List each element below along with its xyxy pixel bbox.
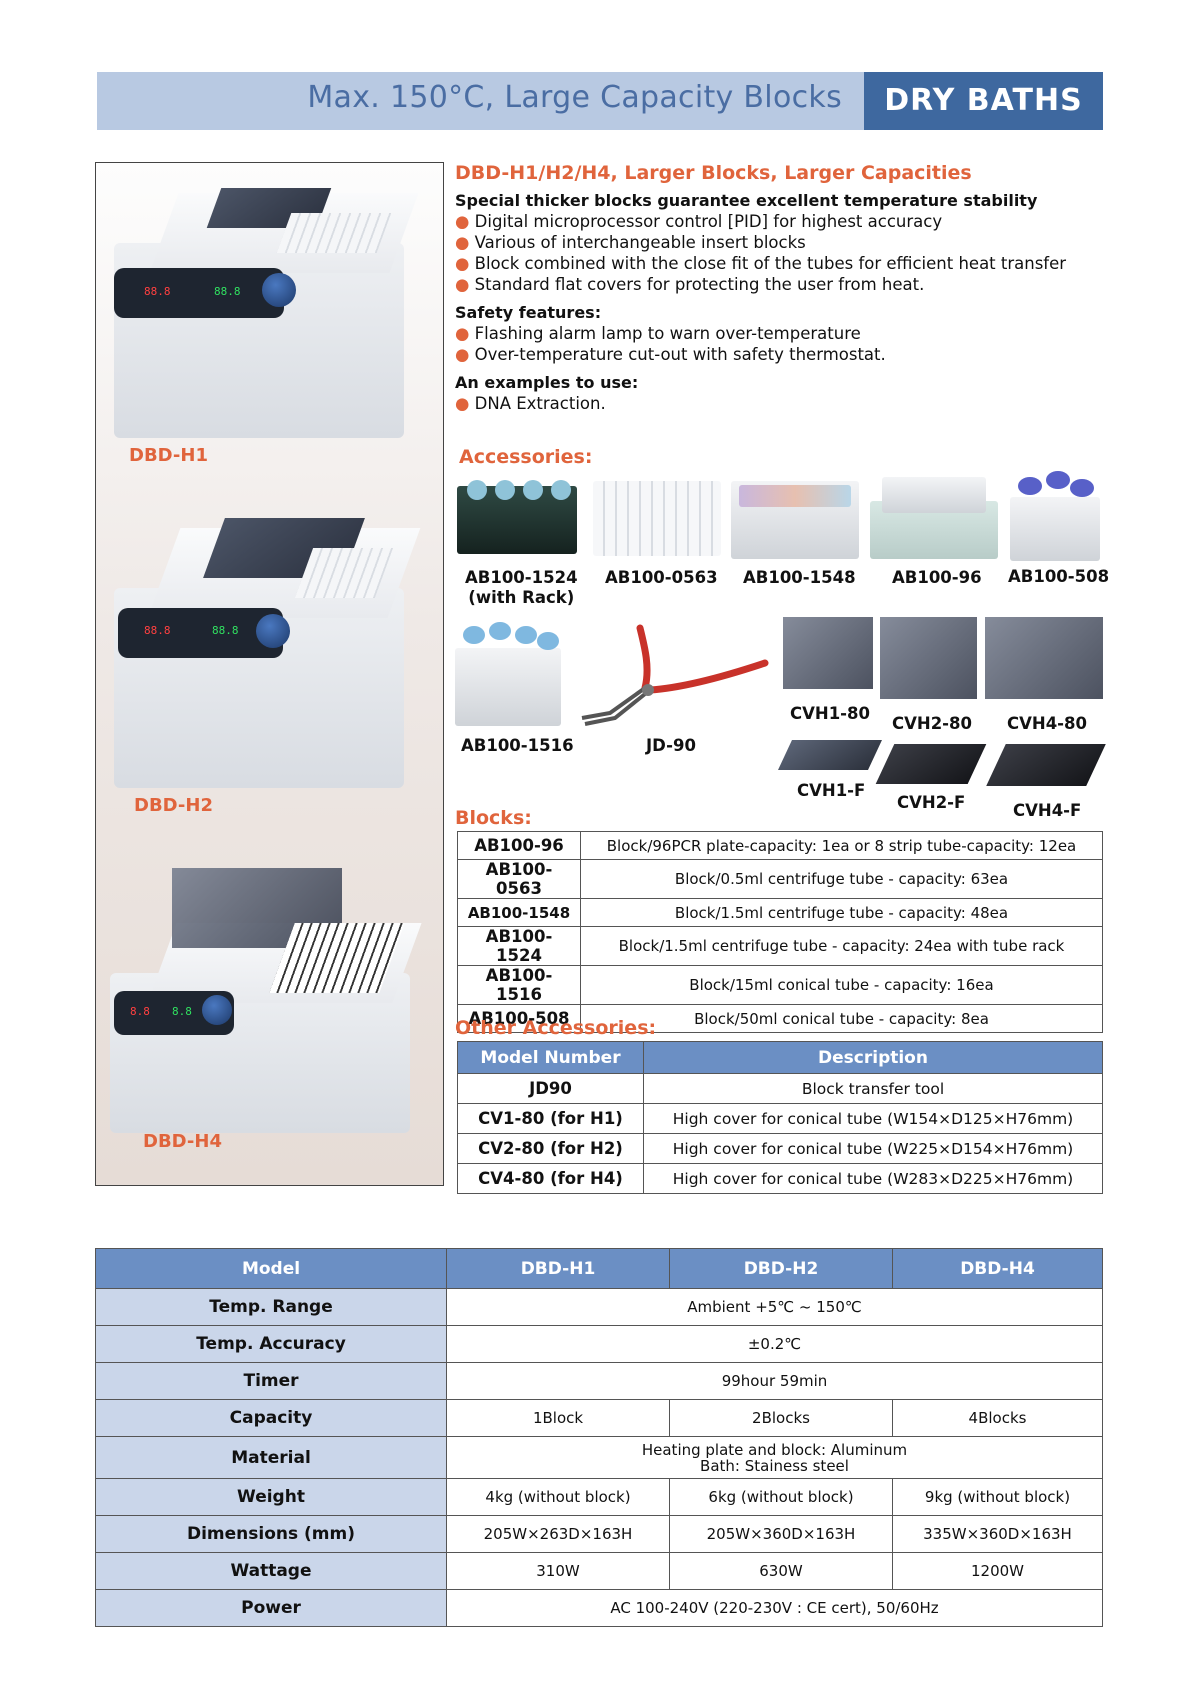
- example-1: ● DNA Extraction.: [455, 394, 606, 413]
- acc-label-ab100-1524: AB100-1524 (with Rack): [465, 568, 578, 607]
- spec-row-capacity: Capacity 1Block 2Blocks 4Blocks: [95, 1399, 1103, 1437]
- spec-row-temp-range: Temp. Range Ambient +5℃ ~ 150℃: [95, 1288, 1103, 1326]
- intro-subheading: Special thicker blocks guarantee excelle…: [455, 191, 1038, 210]
- feature-4: ● Standard flat covers for protecting th…: [455, 275, 925, 294]
- acc-cvh4-80-image: [985, 617, 1103, 699]
- safety-2: ● Over-temperature cut-out with safety t…: [455, 345, 886, 364]
- acc-label-ab100-0563: AB100-0563: [605, 568, 718, 587]
- dbd-h4-photo: 8.8 8.8: [102, 863, 437, 1143]
- acc-ab100-1524-image: [457, 476, 582, 556]
- intro-heading: DBD-H1/H2/H4, Larger Blocks, Larger Capa…: [455, 162, 972, 184]
- safety-1: ● Flashing alarm lamp to warn over-tempe…: [455, 324, 861, 343]
- feature-2: ● Various of interchangeable insert bloc…: [455, 233, 806, 252]
- blocks-heading: Blocks:: [455, 807, 532, 829]
- acc-label-cvh4-f: CVH4-F: [1013, 801, 1082, 820]
- header-badge: DRY BATHS: [864, 72, 1103, 130]
- material-line-2: Bath: Stainess steel: [700, 1456, 849, 1475]
- acc-cvh1-f-image: [778, 740, 882, 770]
- examples-heading: An examples to use:: [455, 373, 639, 392]
- acc-cvh2-f-image: [875, 744, 987, 784]
- material-line-1: Heating plate and block: Aluminum: [641, 1440, 908, 1459]
- acc-label-ab100-508: AB100-508: [1008, 567, 1110, 586]
- accessories-heading: Accessories:: [459, 446, 593, 468]
- table-header-row: Model Number Description: [457, 1041, 1103, 1074]
- header-title: Max. 150°C, Large Capacity Blocks: [307, 80, 842, 115]
- spec-row-timer: Timer 99hour 59min: [95, 1362, 1103, 1400]
- acc-cvh1-80-image: [783, 617, 873, 689]
- table-row: CV4-80 (for H4)High cover for conical tu…: [457, 1163, 1103, 1194]
- feature-3: ● Block combined with the close fit of t…: [455, 254, 1067, 273]
- acc-label-cvh2-f: CVH2-F: [897, 793, 966, 812]
- acc-ab100-96-image: [870, 471, 1000, 561]
- feature-1: ● Digital microprocessor control [PID] f…: [455, 212, 943, 231]
- dbd-h2-photo: 88.8 88.8: [104, 508, 434, 788]
- product-photo-panel: 88.8 88.8 DBD-H1 88.8 88.8 DBD-H2 8.8 8.…: [95, 162, 444, 1186]
- photo-label-h4: DBD-H4: [143, 1131, 222, 1152]
- acc-label-jd-90: JD-90: [646, 736, 696, 755]
- acc-label-cvh4-80: CVH4-80: [1007, 714, 1087, 733]
- spec-table: Model DBD-H1 DBD-H2 DBD-H4 Temp. Range A…: [95, 1248, 1103, 1627]
- spec-header-row: Model DBD-H1 DBD-H2 DBD-H4: [95, 1248, 1103, 1289]
- spec-row-temp-accuracy: Temp. Accuracy ±0.2℃: [95, 1325, 1103, 1363]
- acc-jd-90-image: [581, 624, 769, 726]
- acc-label-cvh2-80: CVH2-80: [892, 714, 972, 733]
- acc-label-cvh1-80: CVH1-80: [790, 704, 870, 723]
- table-row: CV1-80 (for H1)High cover for conical tu…: [457, 1103, 1103, 1134]
- acc-ab100-0563-image: [593, 473, 723, 558]
- acc-cvh4-f-image: [986, 744, 1106, 786]
- photo-label-h1: DBD-H1: [129, 445, 208, 466]
- header-banner: Max. 150°C, Large Capacity Blocks: [97, 72, 864, 130]
- spec-row-dimensions: Dimensions (mm) 205W×263D×163H 205W×360D…: [95, 1515, 1103, 1553]
- acc-ab100-1516-image: [455, 618, 565, 728]
- spec-row-material: Material Heating plate and block: Alumin…: [95, 1436, 1103, 1479]
- acc-ab100-508-image: [1008, 469, 1103, 564]
- spec-row-power: Power AC 100-240V (220-230V : CE cert), …: [95, 1589, 1103, 1627]
- acc-cvh2-80-image: [880, 617, 977, 699]
- spec-row-weight: Weight 4kg (without block) 6kg (without …: [95, 1478, 1103, 1516]
- spec-row-wattage: Wattage 310W 630W 1200W: [95, 1552, 1103, 1590]
- acc-label-cvh1-f: CVH1-F: [797, 781, 866, 800]
- dbd-h1-photo: 88.8 88.8: [104, 173, 434, 443]
- photo-label-h2: DBD-H2: [134, 795, 213, 816]
- acc-label-ab100-1548: AB100-1548: [743, 568, 856, 587]
- acc-ab100-1548-image: [731, 471, 861, 561]
- acc-label-ab100-96: AB100-96: [892, 568, 982, 587]
- acc-label-ab100-1516: AB100-1516: [461, 736, 574, 755]
- table-row: CV2-80 (for H2)High cover for conical tu…: [457, 1133, 1103, 1164]
- safety-heading: Safety features:: [455, 303, 602, 322]
- other-accessories-heading: Other Accessories:: [455, 1017, 657, 1039]
